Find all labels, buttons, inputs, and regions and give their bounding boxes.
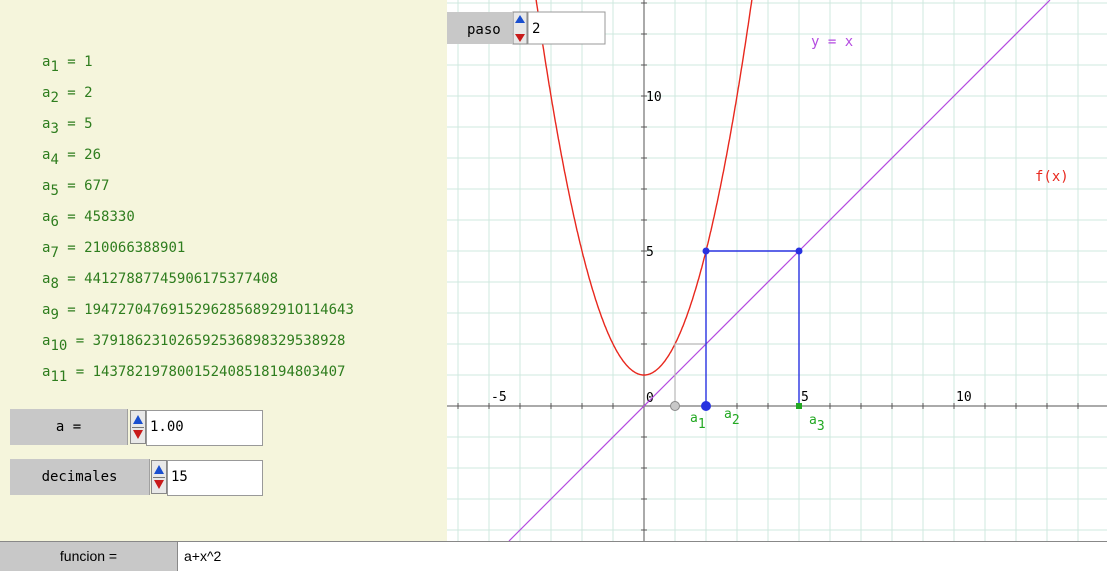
- decrement-icon[interactable]: [515, 34, 525, 42]
- point-label: a2: [724, 407, 740, 428]
- term-value: 5: [84, 116, 93, 132]
- sequence-item: a9 = 1947270476915296285689291O114643: [42, 298, 354, 329]
- tick-labels: -5 5 10 5 10 0: [491, 90, 972, 406]
- equals-sign: =: [67, 364, 93, 380]
- paso-label: paso: [467, 22, 501, 38]
- x-tick-label: 10: [956, 390, 972, 405]
- term-value: 26: [84, 147, 102, 163]
- a-label: a =: [10, 409, 128, 445]
- term-index: 8: [50, 276, 59, 292]
- decimales-input[interactable]: 15: [167, 460, 263, 496]
- term-index: 9: [50, 307, 59, 323]
- term-value: 2: [84, 85, 93, 101]
- x-tick-label: -5: [491, 390, 507, 405]
- term-symbol: a: [42, 85, 51, 101]
- axes: [447, 0, 1107, 541]
- paso-input[interactable]: [527, 11, 606, 45]
- a-input[interactable]: 1.00: [146, 410, 263, 446]
- term-value: 458330: [84, 209, 135, 225]
- term-index: 3: [50, 121, 59, 137]
- decrement-icon[interactable]: [133, 430, 143, 439]
- decimales-label: decimales: [10, 459, 150, 495]
- term-symbol: a: [42, 147, 51, 163]
- identity-line: [508, 0, 1051, 541]
- term-index: 4: [50, 152, 59, 168]
- equals-sign: =: [58, 147, 85, 163]
- funcion-label: funcion =: [0, 542, 178, 571]
- equals-sign: =: [58, 209, 85, 225]
- equals-sign: =: [58, 302, 85, 318]
- equals-sign: =: [58, 178, 85, 194]
- sequence-item: a8 = 44127887745906175377408: [42, 267, 354, 298]
- sequence-item: a11 = 143782197800152408518194803407: [42, 360, 354, 391]
- term-index: 2: [50, 90, 59, 106]
- term-index: 1: [50, 59, 59, 75]
- term-value: 143782197800152408518194803407: [92, 364, 346, 380]
- term-value: 210066388901: [84, 240, 186, 256]
- term-symbol: a: [42, 240, 51, 256]
- equals-sign: =: [58, 85, 85, 101]
- term-value: 1947270476915296285689291O114643: [84, 302, 354, 318]
- sequence-item: a2 = 2: [42, 81, 354, 112]
- sequence-points: a1 a2 a3: [670, 247, 825, 434]
- y-tick-label: 10: [646, 90, 662, 105]
- term-symbol: a: [42, 178, 51, 194]
- decimales-spinner[interactable]: [151, 460, 167, 494]
- paso-value: 2: [532, 21, 540, 37]
- term-symbol: a: [42, 364, 51, 380]
- term-index: 11: [50, 369, 68, 385]
- sequence-item: a1 = 1: [42, 50, 354, 81]
- term-symbol: a: [42, 209, 51, 225]
- increment-icon[interactable]: [154, 465, 164, 474]
- sequence-item: a6 = 458330: [42, 205, 354, 236]
- term-index: 7: [50, 245, 59, 261]
- decrement-icon[interactable]: [154, 480, 164, 489]
- function-bar: funcion = a+x^2: [0, 541, 1107, 571]
- y-tick-label: 5: [646, 245, 654, 260]
- term-symbol: a: [42, 271, 51, 287]
- cobweb-path: [674, 250, 800, 406]
- term-symbol: a: [42, 116, 51, 132]
- sequence-item: a5 = 677: [42, 174, 354, 205]
- equals-sign: =: [58, 240, 85, 256]
- term-symbol: a: [42, 333, 51, 349]
- paso-control: paso 2: [447, 11, 606, 45]
- curve-label: f(x): [1035, 169, 1069, 185]
- sequence-item: a7 = 210066388901: [42, 236, 354, 267]
- equals-sign: =: [58, 54, 85, 70]
- sequence-item: a10 = 379186231026592536898329538928: [42, 329, 354, 360]
- equals-sign: =: [58, 116, 85, 132]
- term-value: 379186231026592536898329538928: [92, 333, 346, 349]
- point-label: a3: [809, 413, 825, 434]
- term-index: 10: [50, 338, 68, 354]
- term-value: 677: [84, 178, 110, 194]
- term-index: 6: [50, 214, 59, 230]
- equals-sign: =: [67, 333, 93, 349]
- increment-icon[interactable]: [515, 15, 525, 23]
- term-symbol: a: [42, 54, 51, 70]
- x-tick-label: 5: [801, 390, 809, 405]
- origin-label: 0: [646, 391, 654, 406]
- sequence-item: a4 = 26: [42, 143, 354, 174]
- sequence-item: a3 = 5: [42, 112, 354, 143]
- term-symbol: a: [42, 302, 51, 318]
- term-value: 1: [84, 54, 93, 70]
- funcion-input[interactable]: a+x^2: [184, 548, 222, 564]
- identity-line-label: y = x: [811, 34, 853, 50]
- grid: [447, 0, 1107, 541]
- point-label: a1: [690, 411, 706, 432]
- equals-sign: =: [58, 271, 85, 287]
- term-index: 5: [50, 183, 59, 199]
- term-value: 44127887745906175377408: [84, 271, 279, 287]
- graph-canvas[interactable]: -5 5 10 5 10 0 a1 a2 a3 y = x f(x) paso 2: [447, 0, 1107, 541]
- a-spinner[interactable]: [130, 410, 146, 444]
- function-curve: [535, 0, 753, 376]
- increment-icon[interactable]: [133, 415, 143, 424]
